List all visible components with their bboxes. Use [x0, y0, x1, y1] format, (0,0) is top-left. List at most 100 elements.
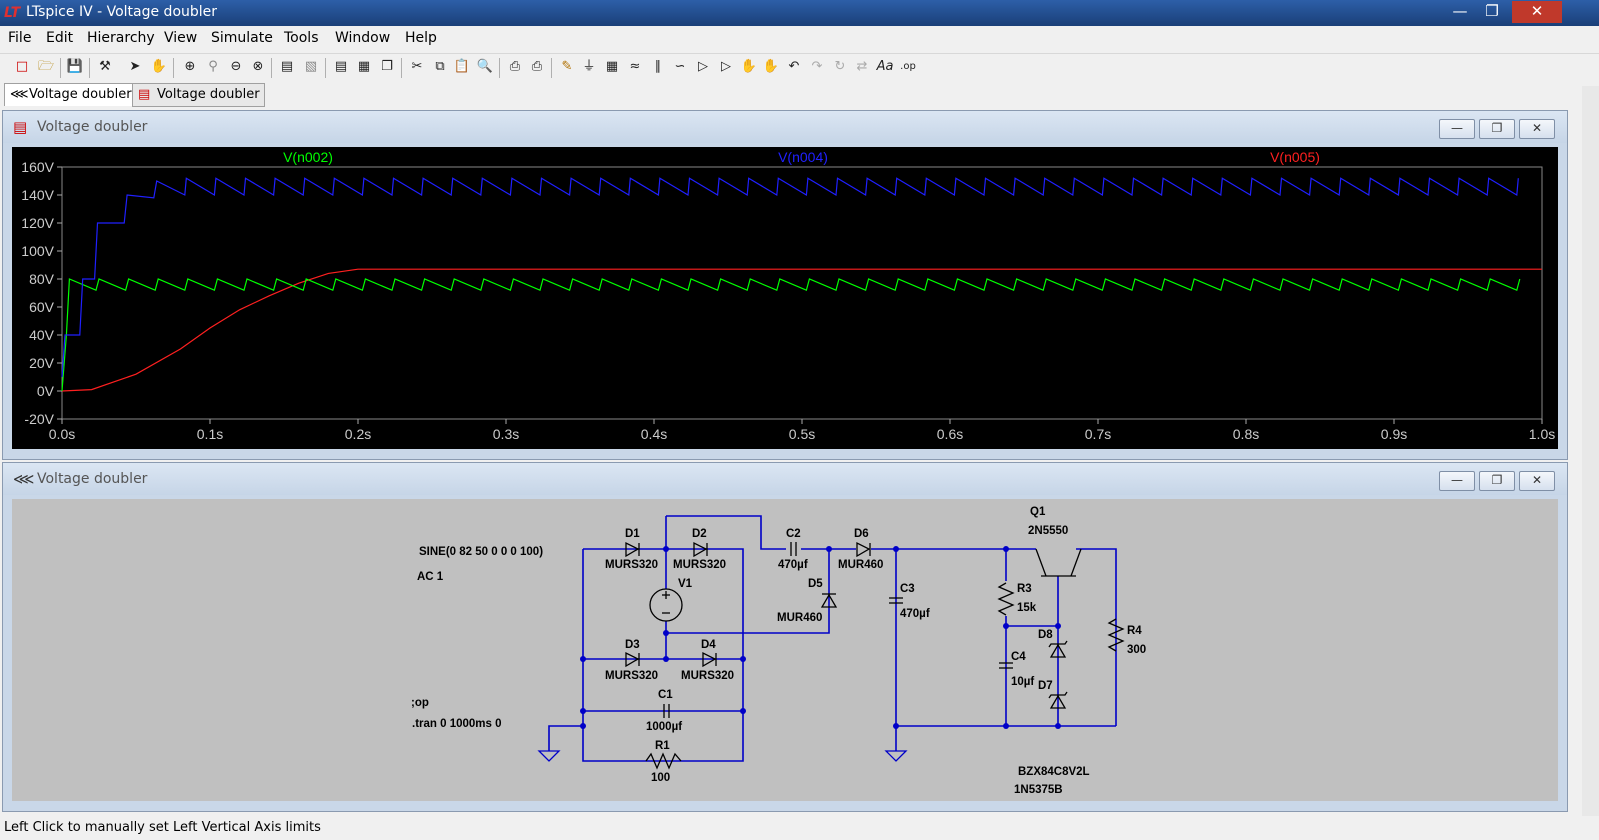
- tab-label: Voltage doubler: [157, 87, 260, 102]
- tab-schematic[interactable]: ⋘ Voltage doubler: [4, 83, 137, 106]
- minimize-button[interactable]: —: [1452, 2, 1468, 20]
- x-tick-label: 0.5s: [789, 426, 815, 442]
- trace-v-n002: [61, 278, 1521, 392]
- zener-model-1: BZX84C8V2L: [1018, 766, 1090, 778]
- schematic-icon: ⋘: [13, 470, 35, 488]
- x-tick-label: 0.2s: [345, 426, 371, 442]
- menu-edit[interactable]: Edit: [46, 30, 74, 46]
- pan-icon[interactable]: ⚲: [208, 59, 218, 74]
- undo-icon[interactable]: ↶: [788, 59, 800, 74]
- d2-label: D2: [692, 528, 707, 540]
- r3-value: 15k: [1017, 602, 1037, 614]
- redo-icon[interactable]: ↷: [811, 59, 823, 74]
- delete-traces-icon[interactable]: ▧: [304, 59, 318, 74]
- plot-restore-button[interactable]: ❐: [1479, 119, 1515, 139]
- diode-icon[interactable]: ▷: [698, 59, 708, 74]
- open-icon[interactable]: 🗁: [37, 59, 55, 74]
- zoom-fit-icon[interactable]: ⊗: [252, 59, 264, 74]
- cascade-icon[interactable]: ❐: [381, 59, 393, 74]
- run-icon[interactable]: ➤: [129, 59, 141, 74]
- d6-label: D6: [854, 528, 869, 540]
- menu-view[interactable]: View: [164, 30, 198, 46]
- mirror-icon[interactable]: ⇄: [856, 59, 868, 74]
- paste-icon[interactable]: 📋: [453, 59, 471, 74]
- menu-help[interactable]: Help: [405, 30, 437, 46]
- zoom-in-icon[interactable]: ⊕: [184, 59, 196, 74]
- status-bar: Left Click to manually set Left Vertical…: [0, 818, 1599, 840]
- print-setup-icon[interactable]: ⎙: [509, 59, 521, 74]
- window-titlebar: LT LTspice IV - Voltage doubler — ❐ ✕: [0, 0, 1599, 26]
- c4-value: 10µf: [1011, 676, 1034, 688]
- autorange-icon[interactable]: ▤: [280, 59, 294, 74]
- legend-vn005[interactable]: V(n005): [1270, 149, 1320, 165]
- y-tick-label: 40V: [29, 327, 55, 343]
- menu-file[interactable]: File: [8, 30, 32, 46]
- save-icon[interactable]: 💾: [66, 59, 84, 74]
- label-net-icon[interactable]: ▦: [605, 59, 619, 74]
- find-icon[interactable]: 🔍: [476, 59, 494, 74]
- d4-label: D4: [701, 639, 716, 651]
- menu-tools[interactable]: Tools: [284, 30, 319, 46]
- drag-icon[interactable]: ✋: [762, 59, 780, 74]
- move-icon[interactable]: ✋: [740, 59, 758, 74]
- source-spec-label: SINE(0 82 50 0 0 0 100): [419, 546, 543, 558]
- close-button[interactable]: ✕: [1512, 1, 1562, 23]
- schematic-window: ⋘ Voltage doubler — ❐ ✕: [2, 462, 1568, 812]
- resistor-icon[interactable]: ≈: [629, 59, 641, 74]
- c2-value: 470µf: [778, 559, 808, 571]
- tile-vertical-icon[interactable]: ▦: [357, 59, 371, 74]
- schematic-restore-button[interactable]: ❐: [1479, 471, 1515, 491]
- menu-window[interactable]: Window: [335, 30, 391, 46]
- new-schematic-icon[interactable]: □: [15, 59, 29, 74]
- component-icon[interactable]: ▷: [721, 59, 731, 74]
- ac-label: AC 1: [417, 571, 444, 583]
- halt-icon[interactable]: ✋: [150, 59, 168, 74]
- tab-waveform[interactable]: ▤ Voltage doubler: [132, 83, 265, 107]
- schematic-canvas[interactable]: SINE(0 82 50 0 0 0 100) AC 1 ;op .tran 0…: [12, 499, 1558, 801]
- y-tick-label: -20V: [24, 411, 54, 427]
- x-tick-label: 0.3s: [493, 426, 519, 442]
- ground-icon[interactable]: ⏚: [582, 59, 596, 74]
- capacitor-icon[interactable]: ∥: [654, 59, 662, 74]
- zoom-out-icon[interactable]: ⊖: [230, 59, 242, 74]
- tile-horizontal-icon[interactable]: ▤: [334, 59, 348, 74]
- cut-icon[interactable]: ✂: [411, 59, 423, 74]
- plot-close-button[interactable]: ✕: [1519, 119, 1555, 139]
- menu-hierarchy[interactable]: Hierarchy: [87, 30, 155, 46]
- schematic-close-button[interactable]: ✕: [1519, 471, 1555, 491]
- r4-value: 300: [1127, 644, 1146, 656]
- maximize-button[interactable]: ❐: [1485, 2, 1499, 20]
- vertical-scrollbar[interactable]: [1582, 86, 1599, 816]
- schematic-minimize-button[interactable]: —: [1439, 471, 1475, 491]
- x-tick-label: 0.0s: [49, 426, 75, 442]
- d6-value: MUR460: [838, 559, 883, 571]
- c3-label: C3: [900, 583, 915, 595]
- legend-vn004[interactable]: V(n004): [778, 149, 828, 165]
- spice-directive-icon[interactable]: .op: [900, 61, 916, 72]
- plot-window-titlebar: ▤ Voltage doubler — ❐ ✕: [3, 111, 1567, 143]
- x-tick-label: 0.8s: [1233, 426, 1259, 442]
- y-tick-label: 60V: [29, 299, 55, 315]
- status-text: Left Click to manually set Left Vertical…: [4, 820, 321, 835]
- menu-simulate[interactable]: Simulate: [211, 30, 273, 46]
- c4-label: C4: [1011, 651, 1026, 663]
- control-panel-icon[interactable]: ⚒: [99, 59, 111, 74]
- inductor-icon[interactable]: ∽: [674, 59, 686, 74]
- y-tick-label: 160V: [21, 159, 54, 175]
- draw-wire-icon[interactable]: ✎: [561, 59, 573, 74]
- tab-label: Voltage doubler: [29, 87, 132, 102]
- tran-directive: .tran 0 1000ms 0: [412, 718, 502, 730]
- print-icon[interactable]: ⎙: [531, 59, 543, 74]
- rotate-icon[interactable]: ↻: [834, 59, 846, 74]
- c1-value: 1000µf: [646, 721, 682, 733]
- ltspice-logo-icon: LT: [4, 5, 21, 21]
- schematic-icon: ⋘: [10, 87, 29, 102]
- plot-minimize-button[interactable]: —: [1439, 119, 1475, 139]
- d8-label: D8: [1038, 629, 1053, 641]
- legend-vn002[interactable]: V(n002): [283, 149, 333, 165]
- text-icon[interactable]: Aa: [876, 59, 894, 74]
- q1-value: 2N5550: [1028, 525, 1068, 537]
- copy-icon[interactable]: ⧉: [435, 59, 445, 74]
- d1-label: D1: [625, 528, 640, 540]
